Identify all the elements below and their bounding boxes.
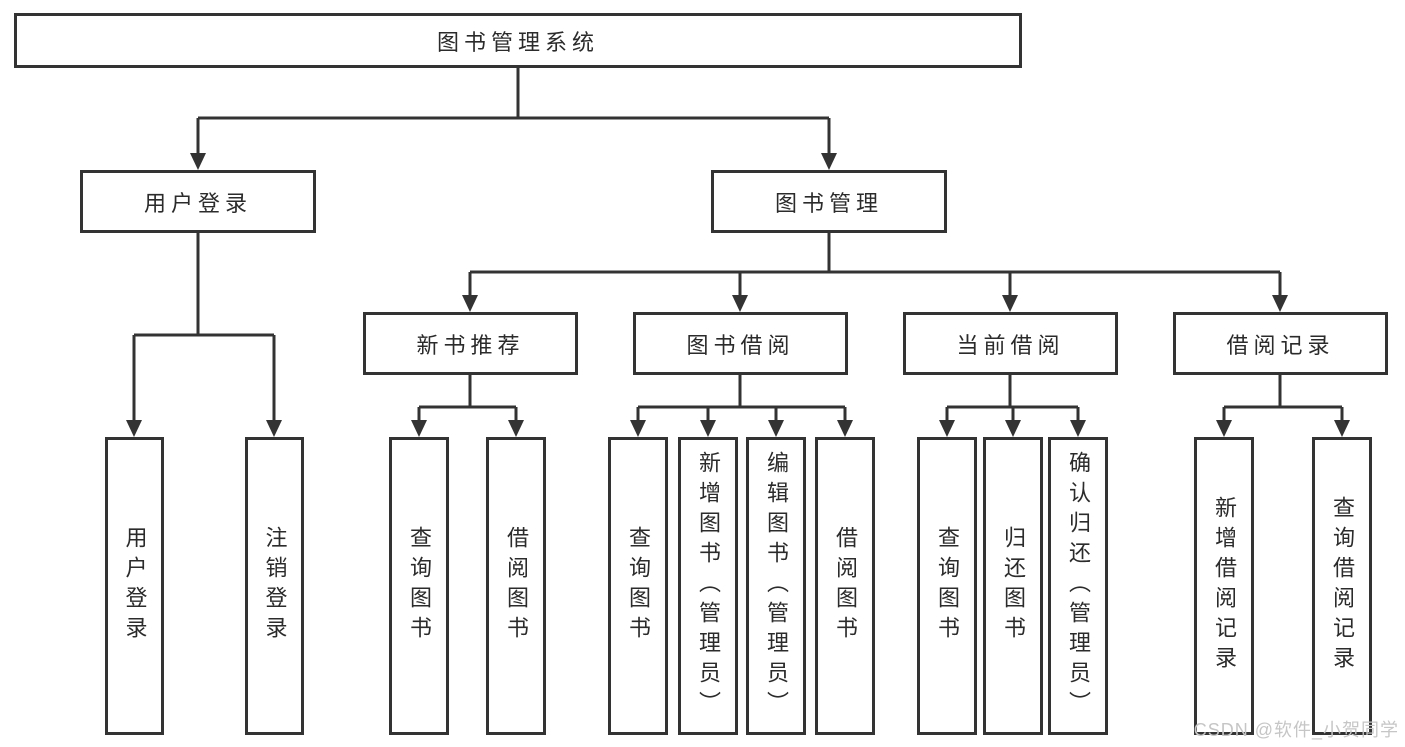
node-label: 借阅记录 [1226, 332, 1335, 358]
leaf-label: 注销登录 [262, 526, 288, 646]
leaf-label: 新增借阅记录 [1212, 496, 1237, 676]
leaf-query-books: 查询图书 [389, 437, 449, 735]
leaf-label: 确认归还（管理员） [1066, 451, 1091, 721]
leaf-label: 查询图书 [407, 526, 432, 646]
leaf-label: 编辑图书（管理员） [764, 451, 789, 721]
node-label: 图书管理系统 [436, 29, 599, 55]
node-label: 新书推荐 [416, 332, 525, 358]
leaf-confirm-return-admin: 确认归还（管理员） [1048, 437, 1108, 735]
leaf-label: 查询图书 [935, 526, 960, 646]
leaf-user-login: 用户登录 [105, 437, 164, 735]
leaf-add-books-admin: 新增图书（管理员） [678, 437, 738, 735]
leaf-label: 借阅图书 [833, 526, 858, 646]
node-current-borrow: 当前借阅 [903, 312, 1118, 375]
node-book-management: 图书管理 [711, 170, 947, 233]
leaf-label: 查询图书 [626, 526, 651, 646]
csdn-watermark: CSDN @软件_小贺同学 [1193, 720, 1399, 740]
leaf-query-books: 查询图书 [608, 437, 668, 735]
leaf-label: 借阅图书 [504, 526, 529, 646]
node-book-borrow: 图书借阅 [633, 312, 848, 375]
node-library-management-system: 图书管理系统 [14, 13, 1022, 68]
node-borrow-records: 借阅记录 [1173, 312, 1388, 375]
leaf-label: 查询借阅记录 [1330, 496, 1355, 676]
leaf-label: 新增图书（管理员） [696, 451, 721, 721]
node-user-login: 用户登录 [80, 170, 316, 233]
node-label: 用户登录 [143, 190, 252, 216]
leaf-return-books: 归还图书 [983, 437, 1043, 735]
leaf-add-borrow-record: 新增借阅记录 [1194, 437, 1254, 735]
leaf-query-books: 查询图书 [917, 437, 977, 735]
leaf-label: 归还图书 [1001, 526, 1026, 646]
node-label: 当前借阅 [956, 332, 1065, 358]
node-label: 图书管理 [774, 190, 883, 216]
node-new-book-recommend: 新书推荐 [363, 312, 578, 375]
leaf-query-borrow-record: 查询借阅记录 [1312, 437, 1372, 735]
leaf-borrow-books: 借阅图书 [486, 437, 546, 735]
leaf-edit-books-admin: 编辑图书（管理员） [746, 437, 806, 735]
leaf-label: 用户登录 [122, 526, 148, 646]
node-label: 图书借阅 [686, 332, 795, 358]
leaf-borrow-books: 借阅图书 [815, 437, 875, 735]
leaf-logout: 注销登录 [245, 437, 304, 735]
